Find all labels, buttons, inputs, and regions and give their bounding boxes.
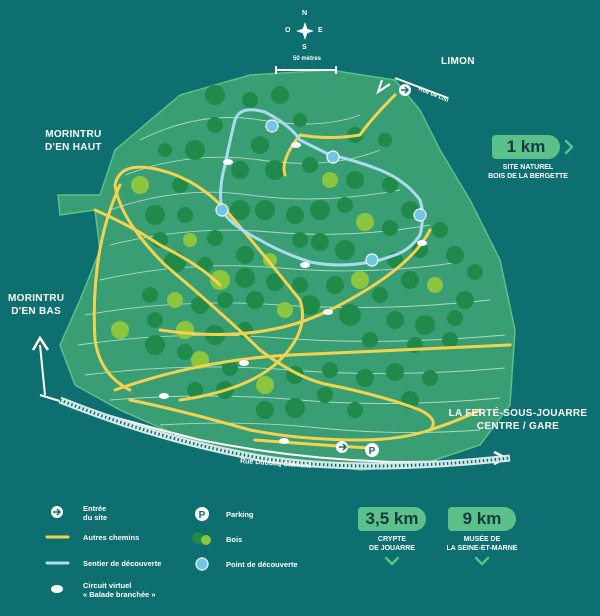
distance-caption-crypte: CRYPTE DE JOUARRE bbox=[342, 535, 442, 553]
legend-entree: Entrée du site bbox=[83, 504, 107, 522]
legend-point: Point de découverte bbox=[226, 560, 298, 569]
trees bbox=[111, 85, 483, 419]
legend-entree-line2: du site bbox=[83, 513, 108, 522]
distance-badge-bergette: 1 km bbox=[492, 135, 560, 159]
distance-caption-musee-line1: MUSÉE DE bbox=[463, 536, 501, 543]
legend-entree-line1: Entrée bbox=[83, 504, 107, 513]
compass-rose-icon bbox=[296, 22, 314, 40]
scale-label: 50 mètres bbox=[292, 56, 322, 62]
footprints-markers bbox=[159, 142, 427, 444]
road-rue-lisi bbox=[376, 77, 449, 99]
distance-caption-crypte-line2: DE JOUARRE bbox=[369, 545, 415, 552]
place-morintru-bas: MORINTRU D'EN BAS bbox=[8, 292, 64, 318]
legend-sentier: Sentier de découverte bbox=[83, 559, 162, 568]
distance-caption-bergette-line2: BOIS DE LA BERGETTE bbox=[488, 173, 568, 180]
legend-autres-chemins: Autres chemins bbox=[83, 533, 140, 542]
place-ferte-line1: LA FERTÉ-SOUS-JOUARRE bbox=[448, 408, 588, 419]
distance-caption-bergette: SITE NATUREL BOIS DE LA BERGETTE bbox=[468, 163, 588, 181]
distance-caption-musee-line2: LA SEINE-ET-MARNE bbox=[446, 545, 518, 552]
place-morintru-bas-line2: D'EN BAS bbox=[11, 306, 62, 317]
svg-text:P: P bbox=[199, 510, 206, 521]
other-paths bbox=[92, 93, 512, 450]
distance-badge-crypte: 3,5 km bbox=[358, 507, 426, 531]
distance-badge-musee: 9 km bbox=[448, 507, 516, 531]
discovery-points bbox=[215, 119, 427, 267]
legend-circuit: Circuit virtuel « Balade branchée » bbox=[83, 581, 156, 599]
distance-caption-musee: MUSÉE DE LA SEINE-ET-MARNE bbox=[432, 535, 532, 553]
chevron-right-icon bbox=[564, 139, 574, 155]
distance-caption-crypte-line1: CRYPTE bbox=[377, 536, 407, 543]
place-limon: LIMON bbox=[441, 56, 475, 67]
place-ferte: LA FERTÉ-SOUS-JOUARRE CENTRE / GARE bbox=[438, 407, 598, 433]
chevron-down-icon bbox=[384, 556, 490, 566]
legend-circuit-line2: « Balade branchée » bbox=[83, 590, 156, 599]
place-morintru-bas-line1: MORINTRU bbox=[8, 293, 65, 304]
place-morintru-haut-line1: MORINTRU bbox=[45, 129, 102, 140]
legend-parking: Parking bbox=[226, 510, 254, 519]
entrance-icon bbox=[336, 84, 411, 453]
street-label-dubucq: Rue Dubucq Clément bbox=[240, 458, 312, 470]
place-morintru-haut-line2: D'EN HAUT bbox=[45, 142, 102, 153]
railway bbox=[58, 396, 511, 470]
compass-south: S bbox=[302, 44, 307, 51]
scale-bar bbox=[275, 66, 337, 74]
parking-icon: P bbox=[365, 443, 379, 457]
place-ferte-line2: CENTRE / GARE bbox=[476, 421, 560, 432]
compass-west: O bbox=[285, 27, 291, 34]
compass-east: E bbox=[318, 27, 323, 34]
distance-caption-bergette-line1: SITE NATUREL bbox=[502, 164, 554, 171]
svg-text:P: P bbox=[369, 446, 376, 457]
legend-symbols: P bbox=[45, 506, 211, 593]
street-label-lisi: Rue de Lisi bbox=[417, 86, 449, 104]
place-morintru-haut: MORINTRU D'EN HAUT bbox=[45, 128, 102, 154]
legend-bois: Bois bbox=[226, 535, 243, 544]
legend-circuit-line1: Circuit virtuel bbox=[83, 581, 132, 590]
compass-north: N bbox=[302, 10, 308, 17]
